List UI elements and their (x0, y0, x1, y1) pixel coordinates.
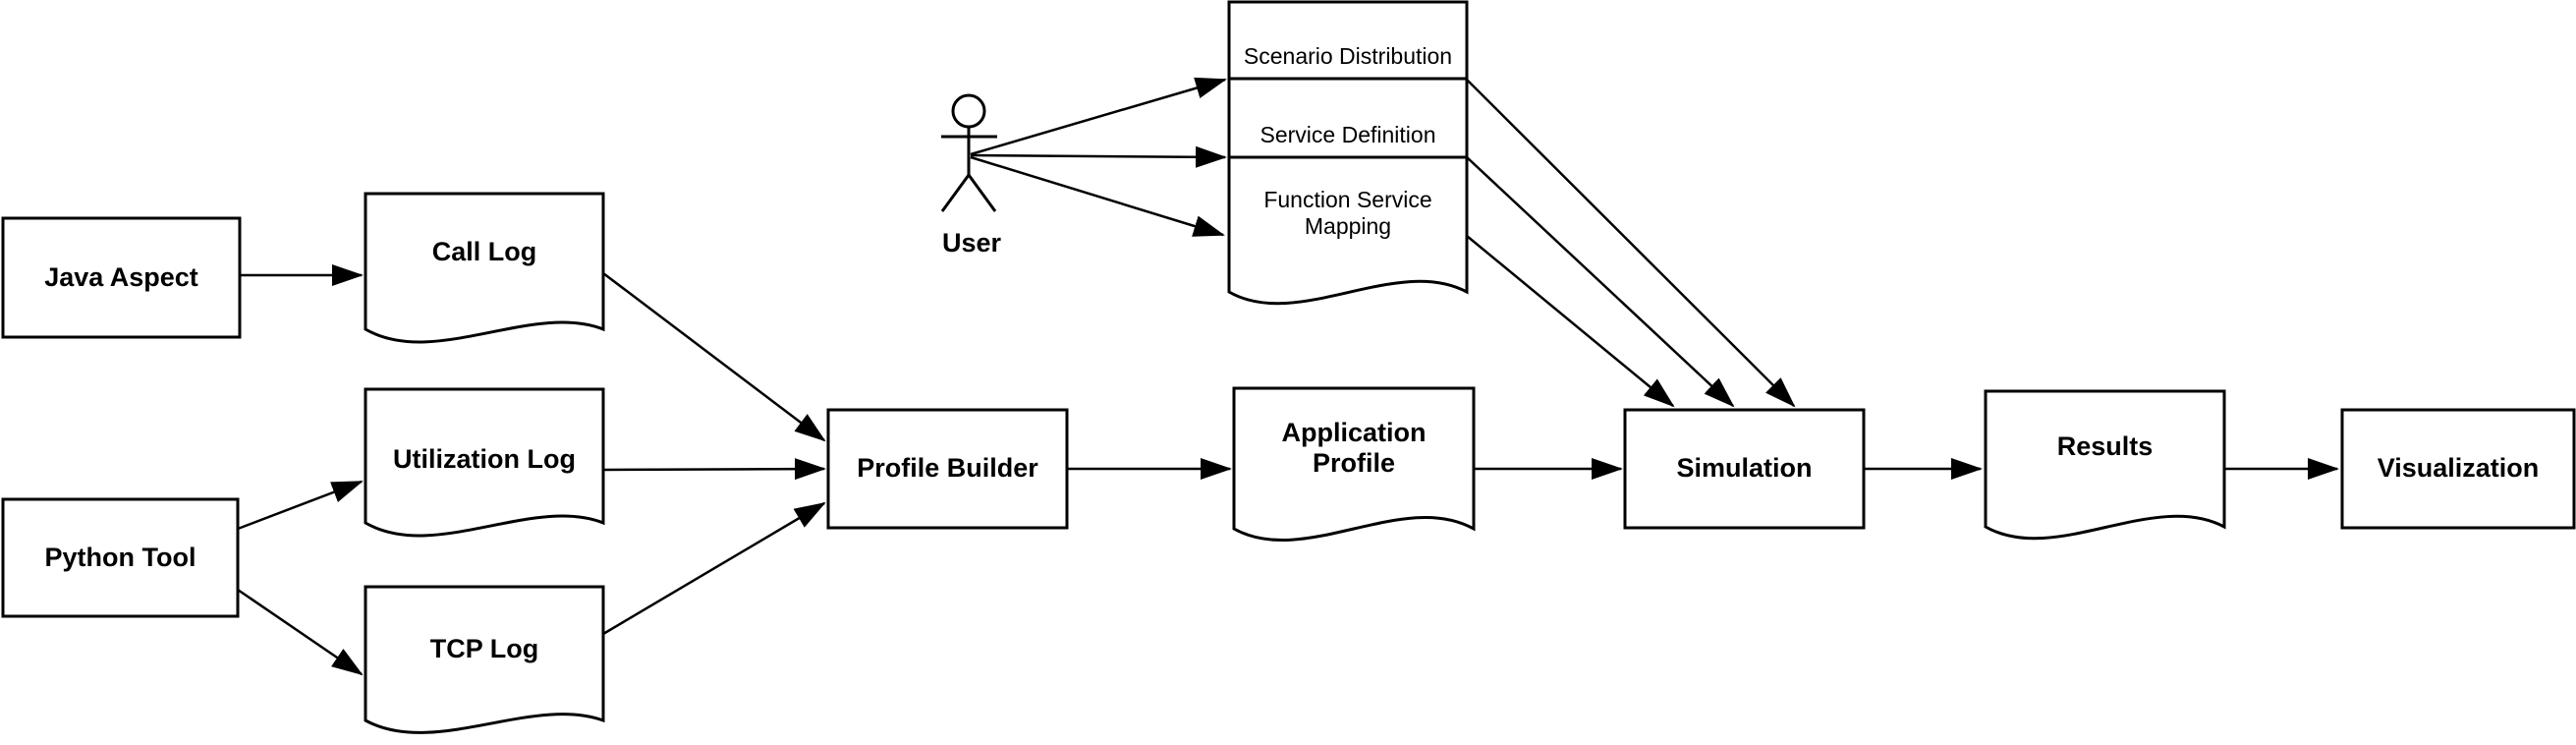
edge-scenario-distribution-to-simulation (1466, 79, 1796, 408)
java-aspect-box (1, 216, 242, 339)
application-profile-document (1232, 386, 1476, 543)
profile-builder-box (826, 408, 1069, 530)
edge-tcp-log-to-profile-builder (602, 501, 826, 636)
results-document (1984, 389, 2226, 541)
utilization-log-document (364, 387, 605, 538)
edge-python-tool-to-tcp-log (237, 588, 364, 676)
edge-call-log-to-profile-builder (602, 272, 826, 442)
actor-head (951, 93, 986, 129)
actor-left-leg (940, 174, 971, 212)
scenario-distribution-document (1227, 0, 1469, 81)
edge-python-tool-to-utilization-log (237, 480, 364, 531)
edge-user-to-scenario-distribution (970, 77, 1227, 156)
visualization-box (2340, 408, 2576, 530)
edge-service-definition-to-simulation (1466, 156, 1735, 408)
edge-user-to-service-definition (970, 145, 1227, 168)
function-service-mapping-document (1227, 155, 1469, 306)
user-actor-figure (940, 93, 997, 212)
actor-right-leg (967, 174, 997, 212)
edge-function-service-mapping-to-simulation (1466, 235, 1675, 408)
edge-user-to-function-service-mapping (970, 155, 1225, 237)
call-log-document (364, 192, 605, 344)
service-definition-document (1227, 77, 1469, 159)
edge-utilization-log-to-profile-builder (602, 458, 826, 481)
python-tool-box (1, 497, 240, 618)
tcp-log-document (364, 585, 605, 734)
simulation-box (1623, 408, 1866, 530)
